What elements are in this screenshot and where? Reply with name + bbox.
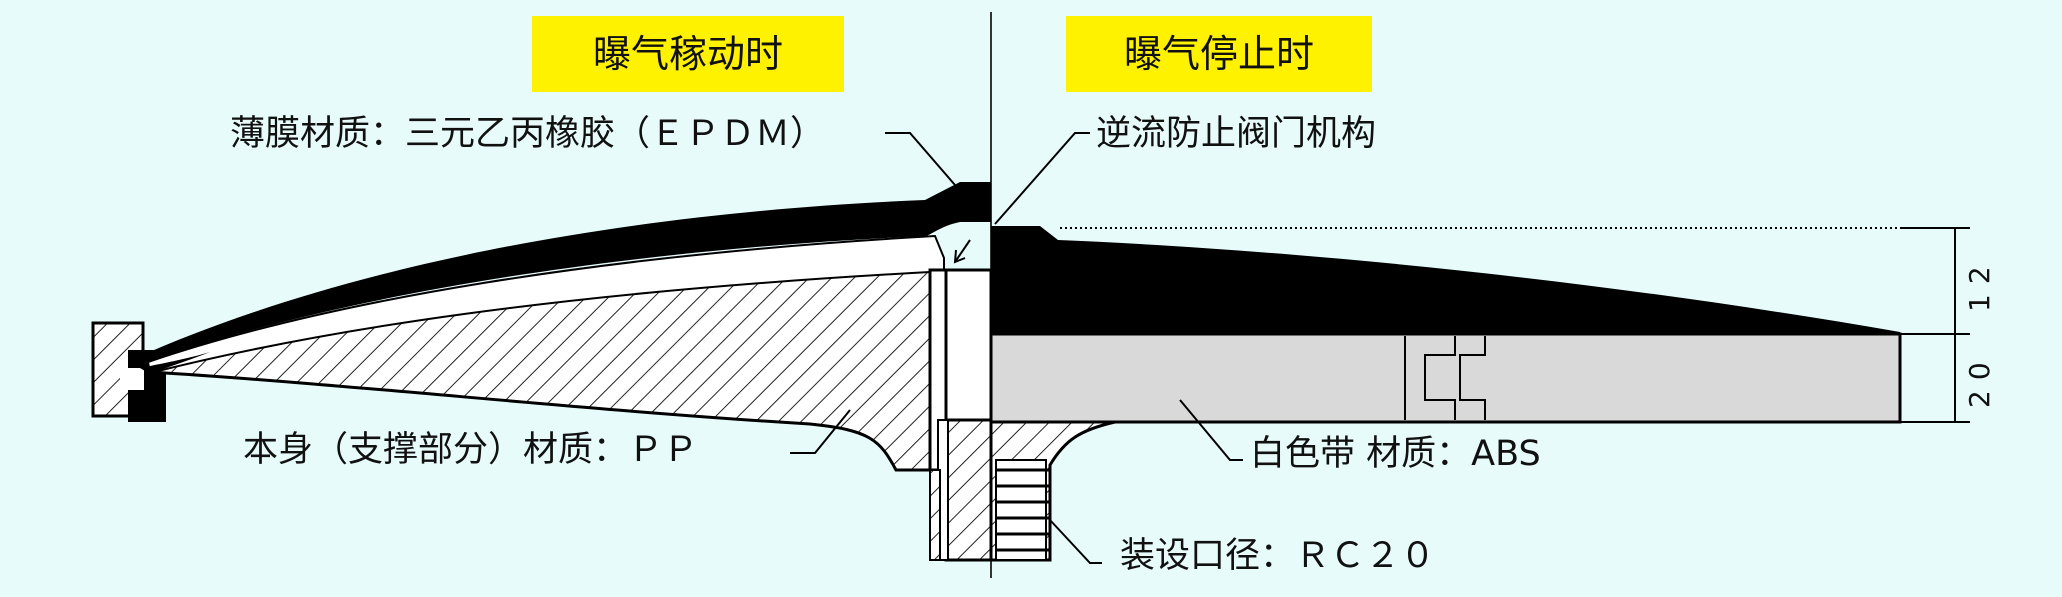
dimension-lines (1900, 227, 1970, 423)
white-band (989, 332, 1902, 424)
leader-body (790, 409, 851, 454)
label-mounting-port: 装设口径：ＲＣ２０ (1120, 536, 1436, 576)
header-stopped-aeration: 曝气停止时 (1066, 16, 1372, 92)
central-stem (928, 268, 993, 562)
leader-membrane (885, 132, 956, 186)
label-check-valve: 逆流防止阀门机构 (1096, 114, 1377, 154)
leader-port (1049, 519, 1102, 564)
dimension-lower: 20 (1963, 352, 1996, 408)
label-body-material: 本身（支撑部分）材质：ＰＰ (243, 430, 699, 470)
header-active-aeration: 曝气稼动时 (532, 16, 844, 92)
membrane-inflated (138, 182, 991, 362)
membrane-collapsed (991, 226, 1900, 336)
label-white-band-material: 白色带 材质：ABS (1250, 434, 1541, 474)
threaded-fitting (989, 420, 1116, 562)
band-joint (1404, 336, 1486, 420)
leader-valve (994, 132, 1090, 225)
label-membrane-material: 薄膜材质：三元乙丙橡胶（ＥＰＤＭ） (230, 114, 826, 154)
leader-white-band (1179, 399, 1243, 461)
dimension-upper: 12 (1963, 256, 1996, 312)
